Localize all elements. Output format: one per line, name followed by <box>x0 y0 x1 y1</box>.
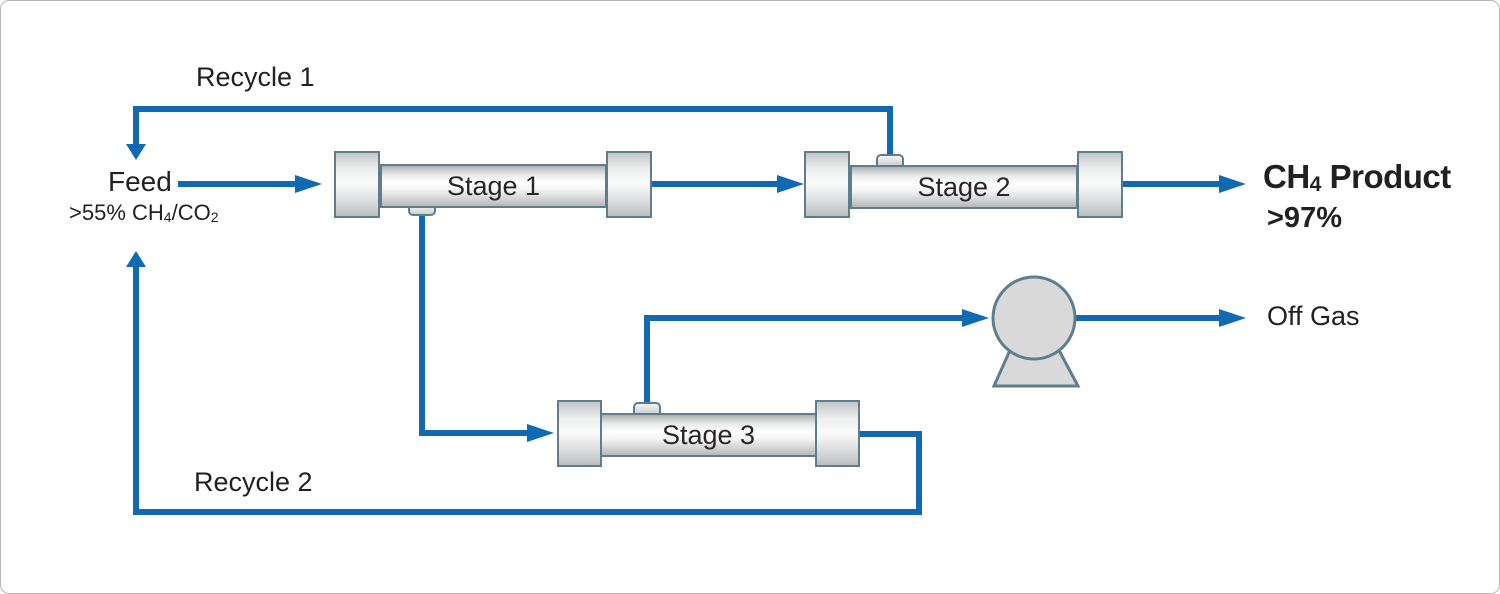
pipe-recycle1-left-drop <box>133 106 139 146</box>
pipe-stage1-to-stage2 <box>652 181 777 187</box>
feed-composition-label: >55% CH4/CO2 <box>69 200 219 225</box>
vacuum-pump-icon <box>991 275 1081 388</box>
arrowhead-stage2-inlet <box>777 175 804 193</box>
stage-1-left-cap <box>334 151 380 218</box>
pipe-recycle2-bottom <box>133 509 922 515</box>
pipe-stage3-to-pump <box>644 315 964 321</box>
product-purity-label: >97% <box>1267 202 1342 234</box>
stage-2-label: Stage 2 <box>917 171 1011 202</box>
stage-1-right-cap <box>606 151 652 218</box>
arrowhead-pump-inlet <box>962 309 989 327</box>
pipe-recycle1-top <box>133 106 893 112</box>
recycle-1-label: Recycle 1 <box>196 62 315 92</box>
stage-3-label: Stage 3 <box>661 419 756 450</box>
stage-2-left-cap <box>804 151 850 218</box>
stage-2-right-cap <box>1077 151 1123 218</box>
recycle-2-label: Recycle 2 <box>194 467 313 497</box>
ch4-product-subscript: 4 <box>1309 172 1322 196</box>
stage-3-left-cap <box>557 400 602 467</box>
arrowhead-stage3-inlet <box>527 424 554 442</box>
ch4-subscript: 4 <box>163 208 172 225</box>
arrowhead-feed <box>295 175 322 193</box>
stage-1-label: Stage 1 <box>446 170 541 201</box>
pump-body <box>991 275 1077 361</box>
stage-1-membrane-body: Stage 1 <box>380 164 607 208</box>
arrowhead-offgas <box>1219 309 1246 327</box>
arrowhead-recycle2-to-feed <box>126 251 146 267</box>
pipe-recycle2-right-drop <box>916 431 922 515</box>
stage-3-right-cap <box>815 400 860 467</box>
pipe-stage2-to-product <box>1122 181 1219 187</box>
pipe-recycle2-stage3-out <box>859 431 922 437</box>
pipe-stage1-permeate-horizontal <box>419 430 527 436</box>
stage-2-membrane-body: Stage 2 <box>850 165 1078 209</box>
pipe-recycle2-left-rise <box>133 267 139 515</box>
feed-label: Feed <box>108 166 172 197</box>
arrowhead-recycle1-to-feed <box>126 144 146 160</box>
arrowhead-product <box>1219 175 1246 193</box>
stage-3-membrane-body: Stage 3 <box>600 413 817 457</box>
pipe-stage3-permeate-vertical <box>644 318 650 409</box>
co2-subscript: 2 <box>210 208 219 225</box>
off-gas-label: Off Gas <box>1267 301 1360 331</box>
pipe-feed <box>178 181 297 187</box>
ch4-product-label: CH4 Product <box>1263 158 1451 196</box>
pipe-pump-to-offgas <box>1075 315 1219 321</box>
pipe-stage1-permeate-vertical <box>419 213 425 436</box>
pipe-recycle1-right-drop <box>887 106 893 156</box>
